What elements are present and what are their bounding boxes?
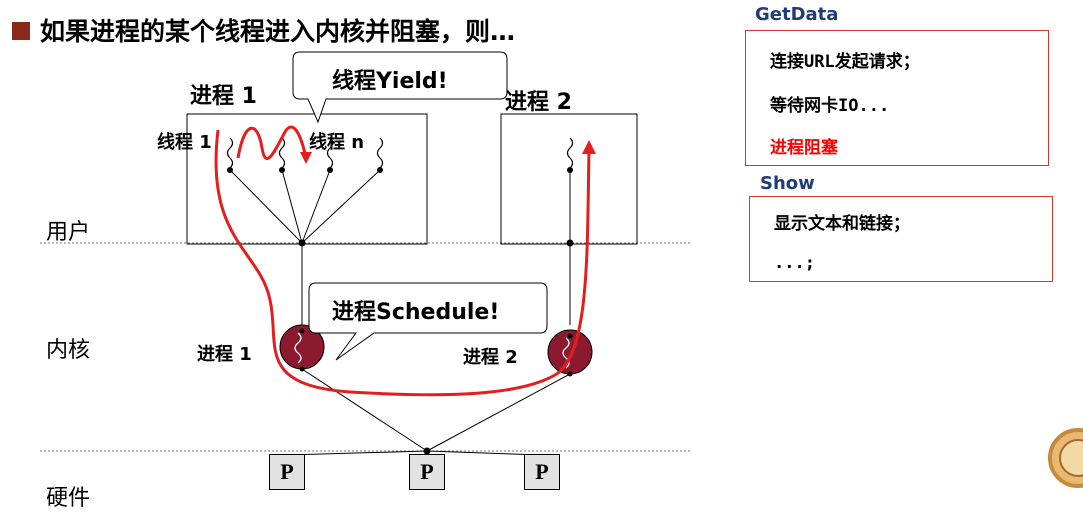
show-line-1: 显示文本和链接； <box>774 214 910 234</box>
getdata-code-box: 连接URL发起请求； 等待网卡IO... 进程阻塞 <box>745 30 1049 166</box>
cpu-box-2: P <box>409 454 445 490</box>
getdata-line-2: 等待网卡IO... <box>770 96 890 116</box>
thread1-squiggle <box>226 137 234 169</box>
process1-label: 进程 1 <box>190 84 257 109</box>
schedule-callout-bubble <box>308 282 548 361</box>
kernel-process1-label: 进程 1 <box>197 344 252 365</box>
process1-box <box>186 113 428 245</box>
getdata-header: GetData <box>755 4 839 25</box>
process2-box <box>500 113 638 245</box>
getdata-line-3-blocked: 进程阻塞 <box>770 138 838 158</box>
process1-dots <box>227 167 383 247</box>
show-header: Show <box>760 173 815 194</box>
threadn-squiggle <box>376 137 384 169</box>
process1-thread-links <box>229 169 381 325</box>
threadn-label: 线程 n <box>309 132 365 153</box>
thread1-label: 线程 1 <box>157 132 212 153</box>
title-bullet <box>12 22 30 40</box>
yield-callout-text: 线程Yield! <box>332 69 448 94</box>
schedule-callout-text: 进程Schedule! <box>332 300 500 325</box>
yield-callout-bubble <box>292 51 508 124</box>
kernel-to-hardware-links <box>286 368 571 456</box>
show-code-box: 显示文本和链接； ...; <box>749 196 1053 282</box>
yield-arrow <box>236 125 308 161</box>
slide-title: 如果进程的某个线程进入内核并阻塞，则… <box>40 17 516 46</box>
kernel-process2-label: 进程 2 <box>463 347 518 368</box>
schedule-arrow <box>214 129 591 397</box>
process1-threads <box>226 137 384 169</box>
process2-thread-squiggle <box>566 137 574 169</box>
show-line-2: ...; <box>774 253 815 273</box>
cpu-box-1: P <box>269 454 305 490</box>
thread2-squiggle <box>278 137 286 169</box>
layer-label-kernel: 内核 <box>46 338 91 363</box>
thread3-squiggle <box>326 137 334 169</box>
process2-label: 进程 2 <box>505 90 572 115</box>
layer-label-user: 用户 <box>46 220 91 245</box>
cpu-box-3: P <box>524 454 560 490</box>
getdata-line-1: 连接URL发起请求； <box>770 52 920 72</box>
layer-label-hardware: 硬件 <box>46 486 91 511</box>
